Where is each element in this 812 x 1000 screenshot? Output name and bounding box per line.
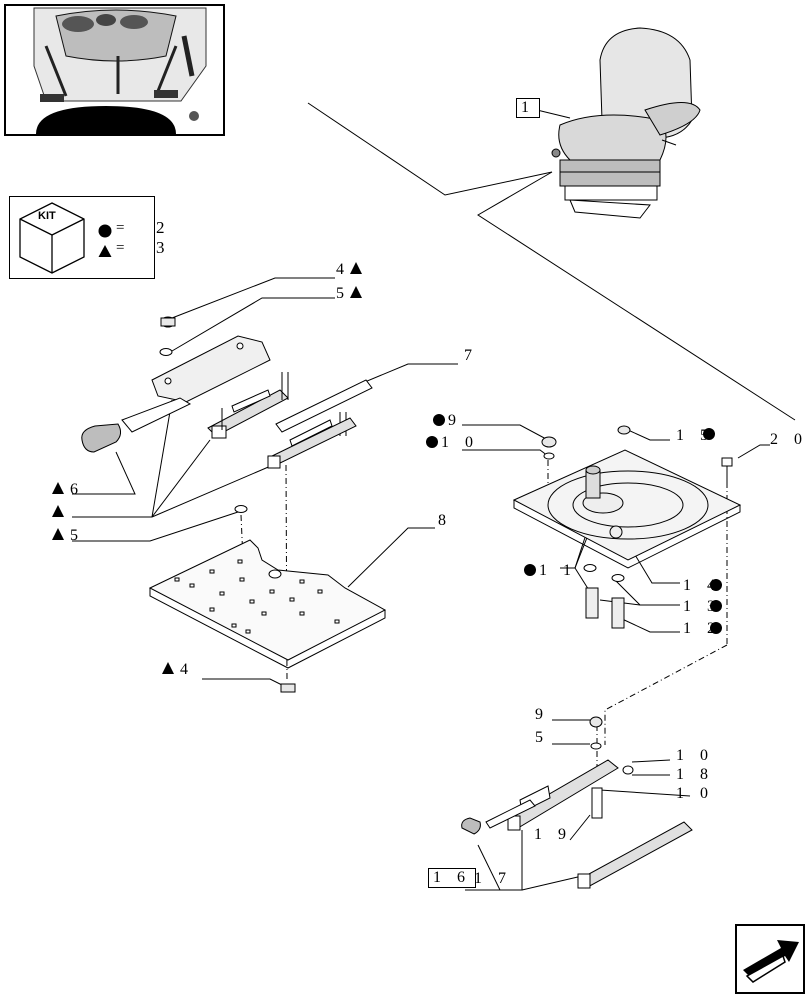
location-thumbnail [4, 4, 225, 136]
callout-13: 1 3 [683, 598, 721, 615]
callout-16: 1 6 [428, 868, 476, 888]
callout-17: 1 7 [474, 870, 512, 887]
kit-legend: KIT = 2 = 3 [9, 196, 165, 279]
black-circle-icon [524, 564, 536, 576]
kit-qty-triangle: 3 [156, 238, 165, 257]
callout-4-top: 4 [336, 261, 350, 278]
callout-seat: 1 [516, 98, 540, 118]
kit-cube-icon [19, 202, 85, 274]
callout-5-bottom: 5 [535, 729, 549, 746]
callout-15: 1 5 [676, 427, 714, 444]
callout-8: 8 [438, 512, 452, 529]
callout-18: 1 8 [676, 766, 714, 783]
slide-rails [461, 716, 693, 889]
callout-12: 1 2 [683, 620, 721, 637]
navigation-arrow-button[interactable] [735, 924, 805, 994]
black-circle-icon [710, 600, 722, 612]
kit-equals: = [116, 220, 125, 236]
black-circle-icon [433, 414, 445, 426]
callout-10-b2: 1 0 [676, 785, 714, 802]
left-assembly [81, 316, 387, 669]
swivel-base-assembly [512, 425, 742, 629]
callout-5-top: 5 [336, 285, 350, 302]
kit-label: KIT [38, 210, 56, 222]
black-circle-icon [98, 224, 112, 243]
nut-bottom [280, 683, 296, 693]
callout-4-bottom: 4 [180, 661, 194, 678]
callout-19: 1 9 [534, 826, 572, 843]
callout-markers [52, 262, 722, 674]
seat-drawing [551, 27, 701, 219]
black-circle-icon [710, 579, 722, 591]
black-triangle-icon [350, 262, 362, 274]
black-triangle-icon [162, 662, 174, 674]
black-triangle-icon [52, 528, 64, 540]
callout-5-left: 5 [70, 527, 84, 544]
callout-6: 6 [70, 481, 84, 498]
navigation-arrow-icon [743, 940, 799, 983]
callout-10-top: 1 0 [441, 434, 479, 451]
black-triangle-icon [98, 244, 112, 263]
callout-7: 7 [464, 347, 478, 364]
black-triangle-icon [52, 482, 64, 494]
callout-11: 1 1 [539, 562, 577, 579]
kit-qty-circle: 2 [156, 218, 165, 237]
kit-equals: = [116, 240, 125, 256]
callout-20: 2 0 [770, 431, 808, 448]
callout-9-bottom: 9 [535, 706, 549, 723]
callout-14: 1 4 [683, 577, 721, 594]
black-circle-icon [703, 428, 715, 440]
black-circle-icon [426, 436, 438, 448]
black-triangle-icon [52, 505, 64, 517]
callout-10-b1: 1 0 [676, 747, 714, 764]
black-circle-icon [710, 622, 722, 634]
tractor-cab-thumbnail-image [6, 6, 223, 134]
callout-9-top: 9 [448, 412, 462, 429]
plate-holes [174, 559, 340, 634]
black-triangle-icon [350, 286, 362, 298]
